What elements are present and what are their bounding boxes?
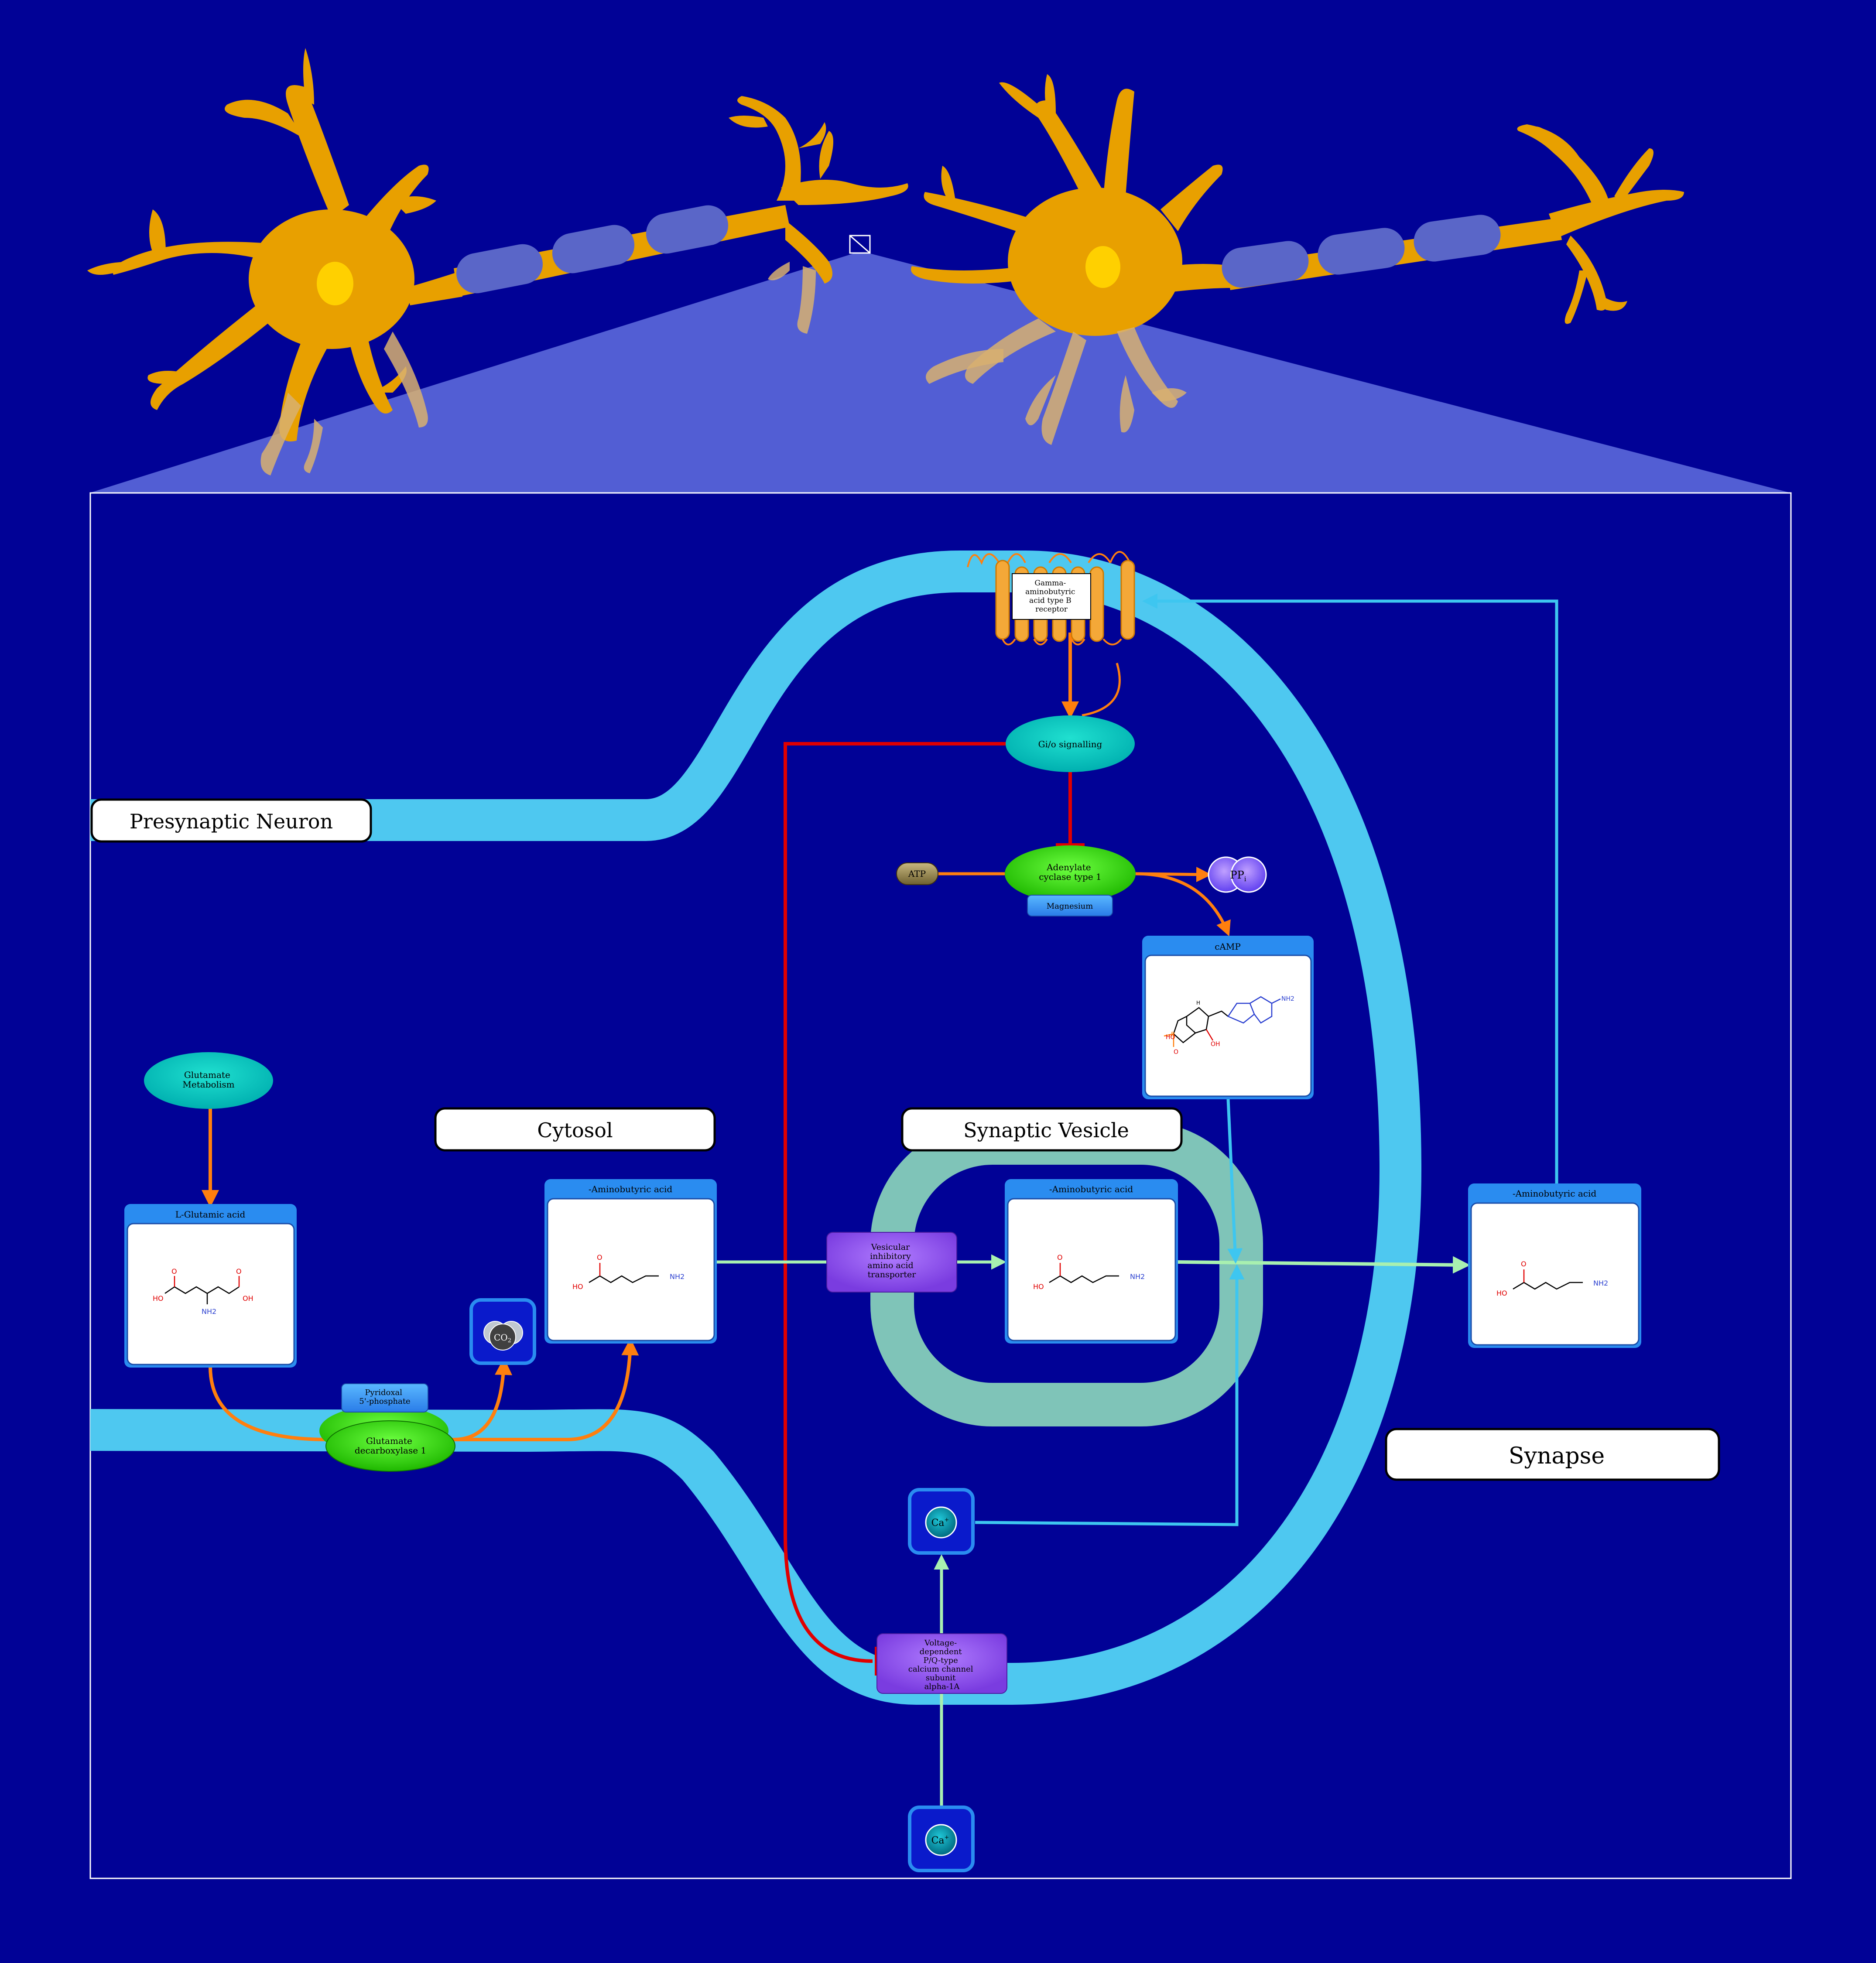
gaba-vesicle-label: -Aminobutyric acid: [1049, 1184, 1133, 1194]
label-synapse: Synapse: [1385, 1428, 1720, 1481]
l-glutamic-acid-label: L-Glutamic acid: [175, 1209, 246, 1220]
cytosol-label: Cytosol: [537, 1118, 613, 1142]
svg-text:P: P: [1171, 1031, 1174, 1038]
adenylate-cyclase-node[interactable]: Adenylate cyclase type 1: [1005, 845, 1136, 902]
svg-text:Vesicular inhibitory: Vesicular inhibitory amino acid transpor…: [867, 1242, 916, 1279]
svg-text:Glutamate decarboxylase: Glutamate decarboxylase 1: [355, 1436, 426, 1456]
gi-o-signalling-node[interactable]: Gi/o signalling: [1006, 715, 1135, 772]
atp-node[interactable]: ATP: [896, 862, 938, 885]
camp-label: cAMP: [1215, 941, 1241, 952]
svg-text:PPi: PPi: [1230, 869, 1246, 883]
svg-text:HO: HO: [1033, 1282, 1044, 1291]
ppi-node[interactable]: PPi: [1208, 856, 1267, 893]
right-nucleus: [1085, 246, 1120, 288]
left-nucleus: [317, 262, 353, 305]
svg-text:OH: OH: [1211, 1041, 1220, 1048]
svg-text:NH2: NH2: [202, 1307, 216, 1316]
gi-o-signalling-label: Gi/o signalling: [1038, 739, 1102, 749]
gaba-b-receptor-label: Gamma- aminobutyric acid type B receptor: [1025, 579, 1078, 614]
presynaptic-neuron-label: Presynaptic Neuron: [130, 810, 333, 833]
svg-text:O: O: [1057, 1253, 1063, 1262]
svg-text:HO: HO: [1496, 1289, 1507, 1297]
svg-text:H: H: [1196, 1000, 1200, 1006]
synaptic-vesicle-label: Synaptic Vesicle: [963, 1118, 1129, 1142]
svg-text:Pyridoxal 5'-phosphate: Pyridoxal 5'-phosphate: [359, 1388, 410, 1406]
svg-text:O: O: [1174, 1049, 1178, 1056]
atp-label: ATP: [908, 869, 926, 879]
svg-text:O: O: [597, 1253, 603, 1262]
left-myelin: [456, 205, 729, 294]
co2-node[interactable]: CO2: [469, 1298, 536, 1365]
right-myelin: [1222, 215, 1501, 288]
zoom-marker: [849, 235, 871, 254]
svg-text:NH2: NH2: [670, 1272, 685, 1281]
camp-structure: [1164, 996, 1281, 1047]
magnesium-label: Magnesium: [1047, 902, 1093, 911]
calcium-ion-cytosol[interactable]: Ca+: [908, 1488, 975, 1555]
svg-text:NH2: NH2: [1281, 995, 1294, 1002]
calcium-channel-node[interactable]: Voltage- dependent P/Q-type calcium chan…: [876, 1633, 1007, 1694]
svg-text:NH2: NH2: [1130, 1272, 1145, 1281]
svg-text:HO: HO: [572, 1282, 583, 1291]
vesicular-transporter-node[interactable]: Vesicular inhibitory amino acid transpor…: [826, 1232, 957, 1293]
gaba-b-receptor[interactable]: Gamma- aminobutyric acid type B receptor: [967, 551, 1135, 646]
svg-text:O: O: [171, 1267, 177, 1276]
glutamate-decarboxylase-node[interactable]: Glutamate decarboxylase 1: [319, 1406, 455, 1472]
neuron-illustration: [87, 48, 1791, 493]
synapse-label: Synapse: [1509, 1443, 1605, 1469]
l-glutamic-acid-node[interactable]: L-Glutamic acid HO O O OH NH2: [124, 1204, 297, 1368]
left-neuron: [87, 48, 908, 441]
svg-text:NH2: NH2: [1593, 1279, 1608, 1287]
gaba-synapse-node[interactable]: -Aminobutyric acid HO O NH2: [1468, 1183, 1641, 1348]
label-cytosol: Cytosol: [434, 1107, 716, 1152]
plp-cofactor[interactable]: Pyridoxal 5'-phosphate: [341, 1383, 428, 1412]
svg-text:Voltage- dependent: Voltage- dependent P/Q-type calcium chan…: [908, 1638, 976, 1691]
glutamate-metabolism-node[interactable]: Glutamate Metabolism: [144, 1052, 273, 1109]
right-neuron: [911, 74, 1684, 336]
gaba-cytosol-label: -Aminobutyric acid: [589, 1184, 673, 1194]
svg-text:HO: HO: [1166, 1034, 1175, 1041]
label-synaptic-vesicle: Synaptic Vesicle: [901, 1107, 1183, 1152]
label-presynaptic-neuron: Presynaptic Neuron: [90, 798, 372, 843]
gaba-cytosol-node[interactable]: -Aminobutyric acid HO O NH2: [544, 1179, 717, 1344]
camp-node[interactable]: cAMP HO O P OH NH2 H: [1142, 936, 1314, 1099]
svg-text:HO: HO: [153, 1294, 164, 1303]
svg-text:O: O: [236, 1267, 242, 1276]
svg-text:CO2: CO2: [494, 1332, 511, 1344]
gaba-vesicle-node[interactable]: -Aminobutyric acid HO O NH2: [1005, 1179, 1178, 1344]
svg-text:Glutamate Metabolism: Glutamate Metabolism: [182, 1070, 234, 1090]
faded-dendrites: [260, 262, 1187, 475]
cell-membrane: [90, 551, 1422, 1705]
svg-text:O: O: [1521, 1260, 1527, 1268]
magnesium-cofactor[interactable]: Magnesium: [1027, 895, 1113, 917]
svg-text:Adenylate cyclase type 1: Adenylate cyclase type 1: [1039, 862, 1102, 882]
svg-text:OH: OH: [243, 1294, 253, 1303]
gaba-synapse-label: -Aminobutyric acid: [1513, 1188, 1597, 1199]
calcium-ion-synapse[interactable]: Ca+: [908, 1806, 975, 1872]
